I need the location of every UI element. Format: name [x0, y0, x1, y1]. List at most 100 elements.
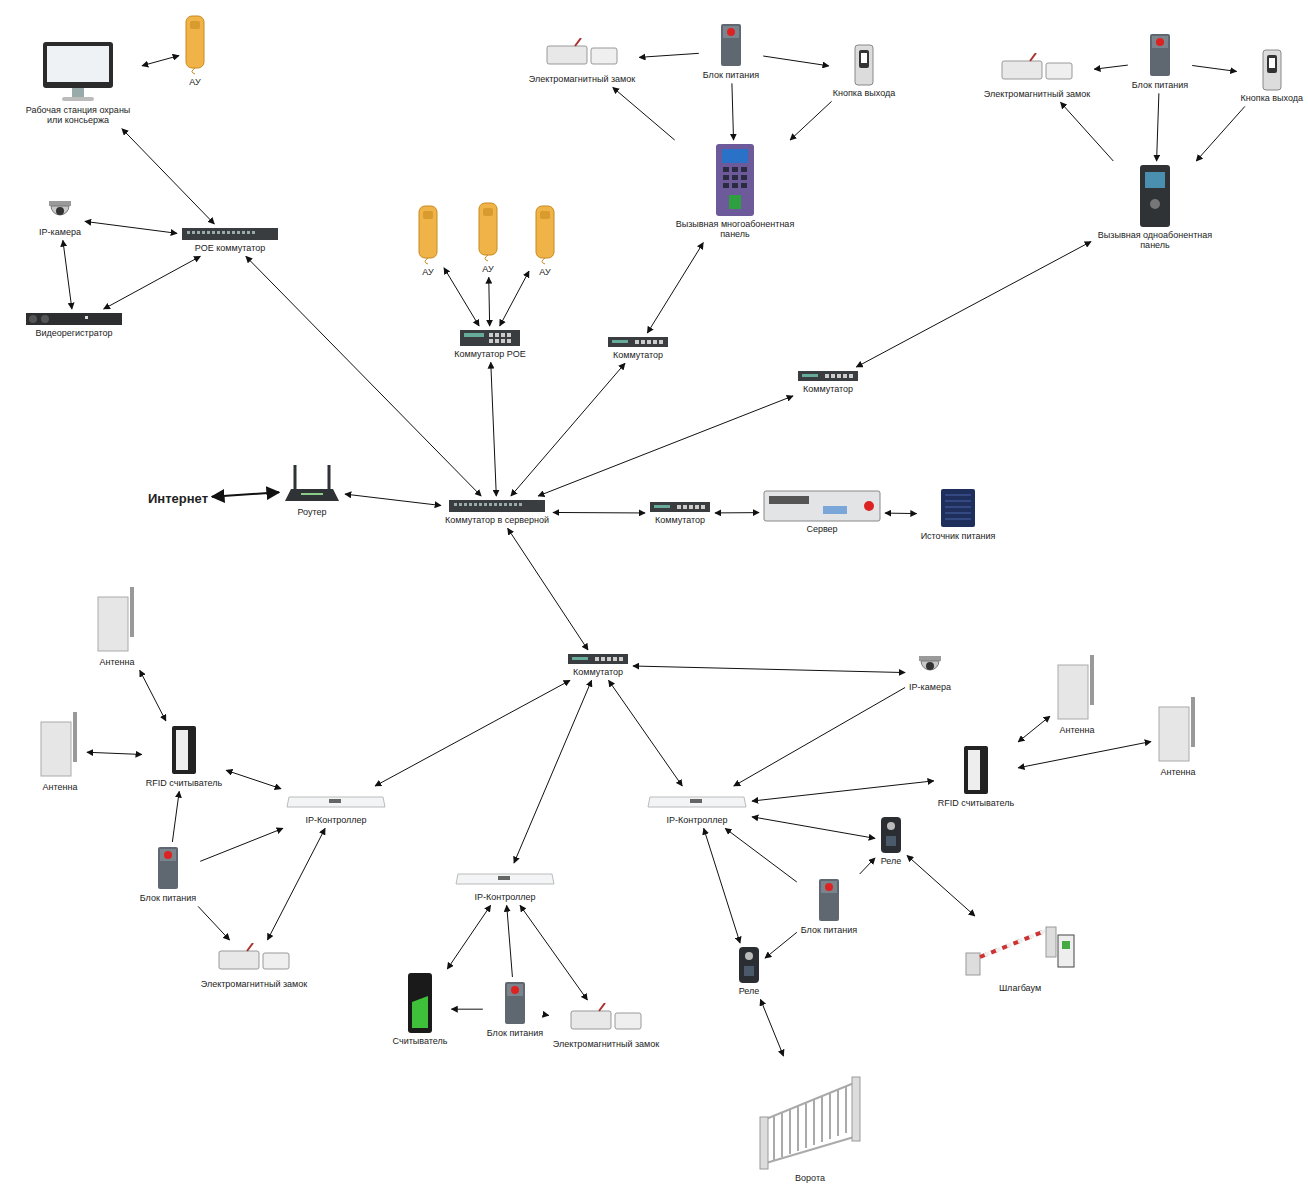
device-node: Блок питания	[701, 21, 761, 81]
device-node: Вызывная одноабонентная панель	[1093, 163, 1217, 252]
device-label: Видеорегистратор	[35, 328, 112, 338]
device-label: RFID считыватель	[146, 778, 222, 788]
network-link	[732, 83, 734, 140]
device-icon	[459, 329, 521, 347]
device-node: Антенна	[35, 709, 85, 793]
device-icon	[758, 1059, 862, 1171]
network-link	[246, 256, 481, 496]
network-link	[547, 1015, 549, 1016]
device-icon	[607, 336, 669, 348]
network-link	[763, 56, 829, 66]
device-icon	[1054, 653, 1100, 723]
device-icon	[170, 724, 198, 776]
device-label: Считыватель	[393, 1036, 448, 1046]
device-label: Кнопка выхода	[833, 88, 895, 98]
network-link	[765, 932, 797, 958]
network-link	[198, 906, 229, 940]
device-label: Блок питания	[801, 925, 857, 935]
network-link	[172, 791, 179, 842]
device-label: Антенна	[1060, 725, 1095, 735]
network-link	[85, 221, 177, 233]
device-label: Вызывная многоабонентная панель	[675, 219, 795, 240]
device-icon	[448, 499, 546, 513]
device-icon	[1138, 164, 1172, 228]
device-label: Антенна	[43, 782, 78, 792]
device-label: Электромагнитный замок	[984, 89, 1090, 99]
device-icon	[25, 312, 123, 326]
device-icon	[719, 22, 743, 68]
device-label: Блок питания	[703, 70, 759, 80]
network-link	[104, 256, 201, 309]
device-node: RFID считыватель	[936, 743, 1016, 809]
network-link	[1018, 716, 1050, 742]
device-icon	[962, 744, 990, 796]
device-label: Сервер	[806, 524, 837, 534]
device-node: Шлагбаум	[962, 918, 1078, 994]
device-icon	[1000, 53, 1074, 87]
network-link	[345, 494, 441, 505]
device-label: Блок питания	[487, 1028, 543, 1038]
device-icon	[569, 1003, 643, 1037]
device-node: Антенна	[1153, 694, 1203, 778]
device-label: АУ	[482, 264, 493, 274]
device-icon	[1148, 32, 1172, 78]
device-icon	[416, 205, 440, 265]
device-label: Интернет	[148, 492, 208, 507]
network-link	[734, 688, 905, 786]
device-label: Электромагнитный замок	[201, 979, 307, 989]
device-node: IP-Контроллер	[283, 788, 389, 826]
device-label: Блок питания	[140, 893, 196, 903]
network-link	[514, 680, 592, 863]
device-node: Видеорегистратор	[23, 311, 125, 339]
device-icon	[646, 789, 748, 813]
device-node: IP-камера	[907, 653, 953, 693]
network-link	[500, 271, 529, 326]
device-label: IP-камера	[909, 682, 951, 692]
device-label: Ворота	[795, 1173, 825, 1183]
device-label: Роутер	[297, 507, 326, 517]
device-node: Коммутатор POE	[452, 328, 528, 360]
device-icon	[217, 943, 291, 977]
device-label: АУ	[422, 267, 433, 277]
device-icon	[46, 199, 74, 225]
network-link	[511, 363, 625, 496]
network-link	[488, 277, 490, 326]
device-label: Рабочая станция охраны или консьержа	[18, 105, 138, 126]
device-node: Блок питания	[138, 844, 198, 904]
device-icon	[42, 41, 114, 103]
device-label: Антенна	[1161, 767, 1196, 777]
device-node: Вызывная многоабонентная панель	[673, 142, 797, 241]
device-node: Электромагнитный замок	[527, 37, 637, 85]
network-link	[444, 268, 479, 326]
device-node: Источник питания	[919, 486, 998, 542]
device-label: Реле	[739, 986, 760, 996]
device-node: Коммутатор в серверной	[443, 498, 551, 526]
device-node: Реле	[877, 815, 905, 867]
device-label: Электромагнитный замок	[529, 74, 635, 84]
device-node: Блок питания	[485, 979, 545, 1039]
network-link	[1094, 65, 1128, 69]
network-link	[760, 999, 783, 1056]
device-label: IP-Контроллер	[474, 892, 535, 902]
device-icon	[1155, 695, 1201, 765]
device-node: Кнопка выхода	[831, 43, 897, 99]
network-link	[200, 828, 283, 861]
network-link	[609, 680, 683, 786]
device-node: АУ	[531, 204, 559, 278]
device-node: Блок питания	[799, 876, 859, 936]
device-label: Коммутатор	[573, 667, 623, 677]
device-node: Считыватель	[391, 971, 450, 1047]
network-link	[1018, 742, 1151, 768]
device-label: АУ	[189, 77, 200, 87]
network-link	[704, 828, 740, 943]
network-link	[140, 670, 166, 721]
device-icon	[763, 490, 881, 522]
network-link	[856, 242, 1091, 367]
device-label: IP-Контроллер	[666, 815, 727, 825]
device-node: IP-Контроллер	[644, 788, 750, 826]
network-link	[63, 240, 72, 309]
device-node: Коммутатор	[795, 369, 861, 395]
device-icon	[285, 789, 387, 813]
